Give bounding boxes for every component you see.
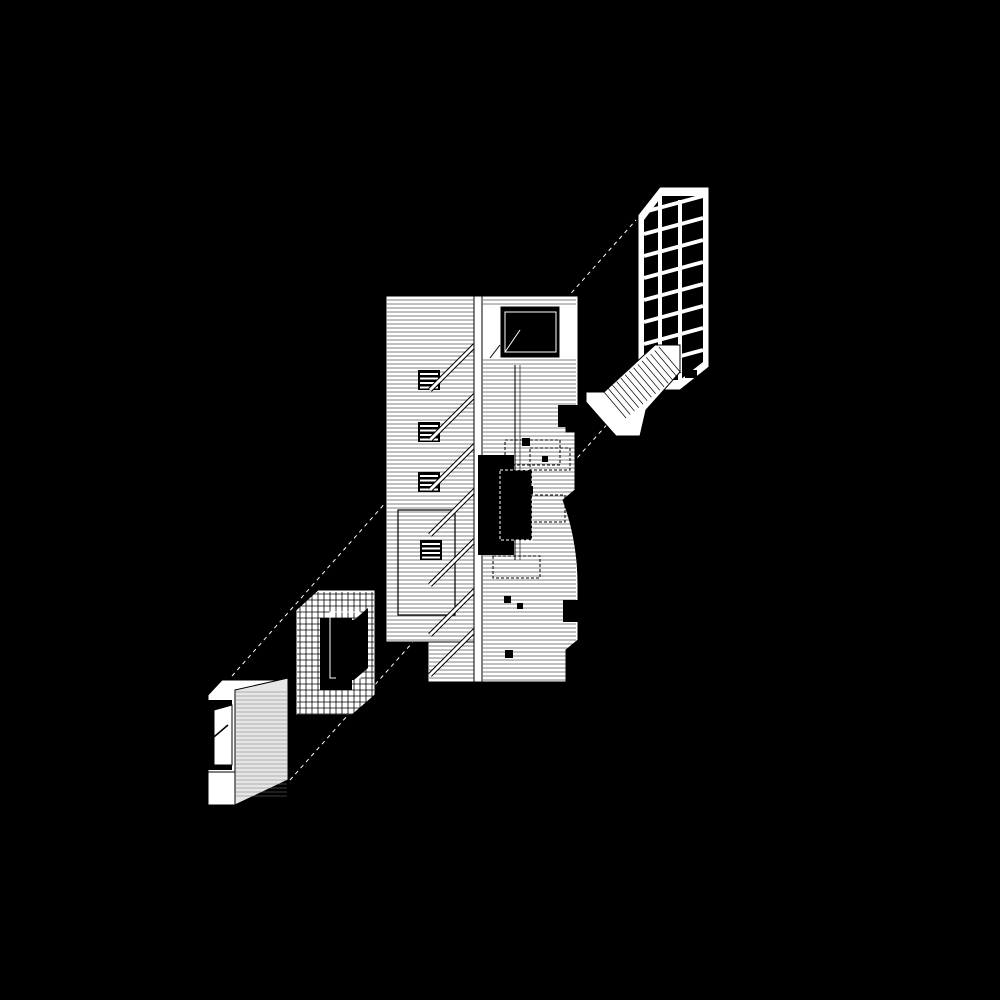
- base-block: [207, 677, 289, 806]
- main-tower: [385, 295, 579, 683]
- lattice-frame: [295, 589, 376, 716]
- stair-tower: [585, 186, 710, 437]
